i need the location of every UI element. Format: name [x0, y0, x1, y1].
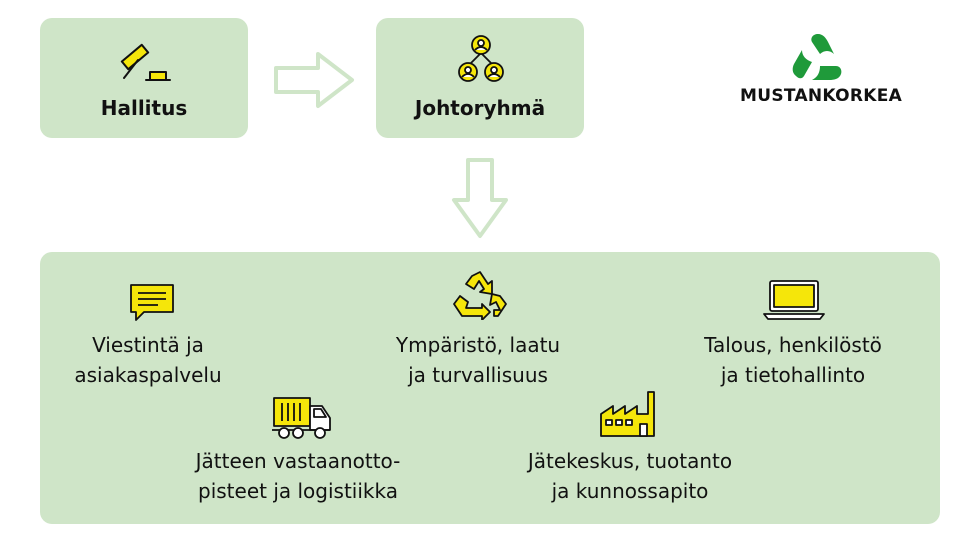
unit-label-logistics: Jätteen vastaanotto- pisteet ja logistii… — [195, 449, 401, 503]
gavel-icon — [120, 43, 171, 81]
factory-icon — [600, 391, 655, 437]
board-label: Hallitus — [100, 96, 188, 120]
unit-label-waste-center: Jätekeskus, tuotanto ja kunnossapito — [527, 449, 733, 503]
board-box: Hallitus — [40, 18, 248, 138]
speech-bubble-icon — [130, 284, 174, 321]
mustankorkea-logo-icon — [792, 34, 842, 80]
management-label: Johtoryhmä — [414, 96, 546, 120]
team-icon — [458, 35, 504, 82]
recycle-icon — [453, 271, 507, 320]
logo-text: MUSTANKORKEA — [740, 86, 903, 106]
arrow-right-icon — [274, 52, 354, 108]
arrow-down-icon — [452, 158, 508, 238]
unit-label-environment: Ympäristö, laatu ja turvallisuus — [395, 333, 561, 387]
laptop-icon — [763, 280, 825, 320]
garbage-truck-icon — [272, 397, 331, 439]
management-box: Johtoryhmä — [376, 18, 584, 138]
unit-label-finance: Talous, henkilöstö ja tietohallinto — [704, 333, 882, 387]
unit-label-communications: Viestintä ja asiakaspalvelu — [74, 333, 222, 387]
